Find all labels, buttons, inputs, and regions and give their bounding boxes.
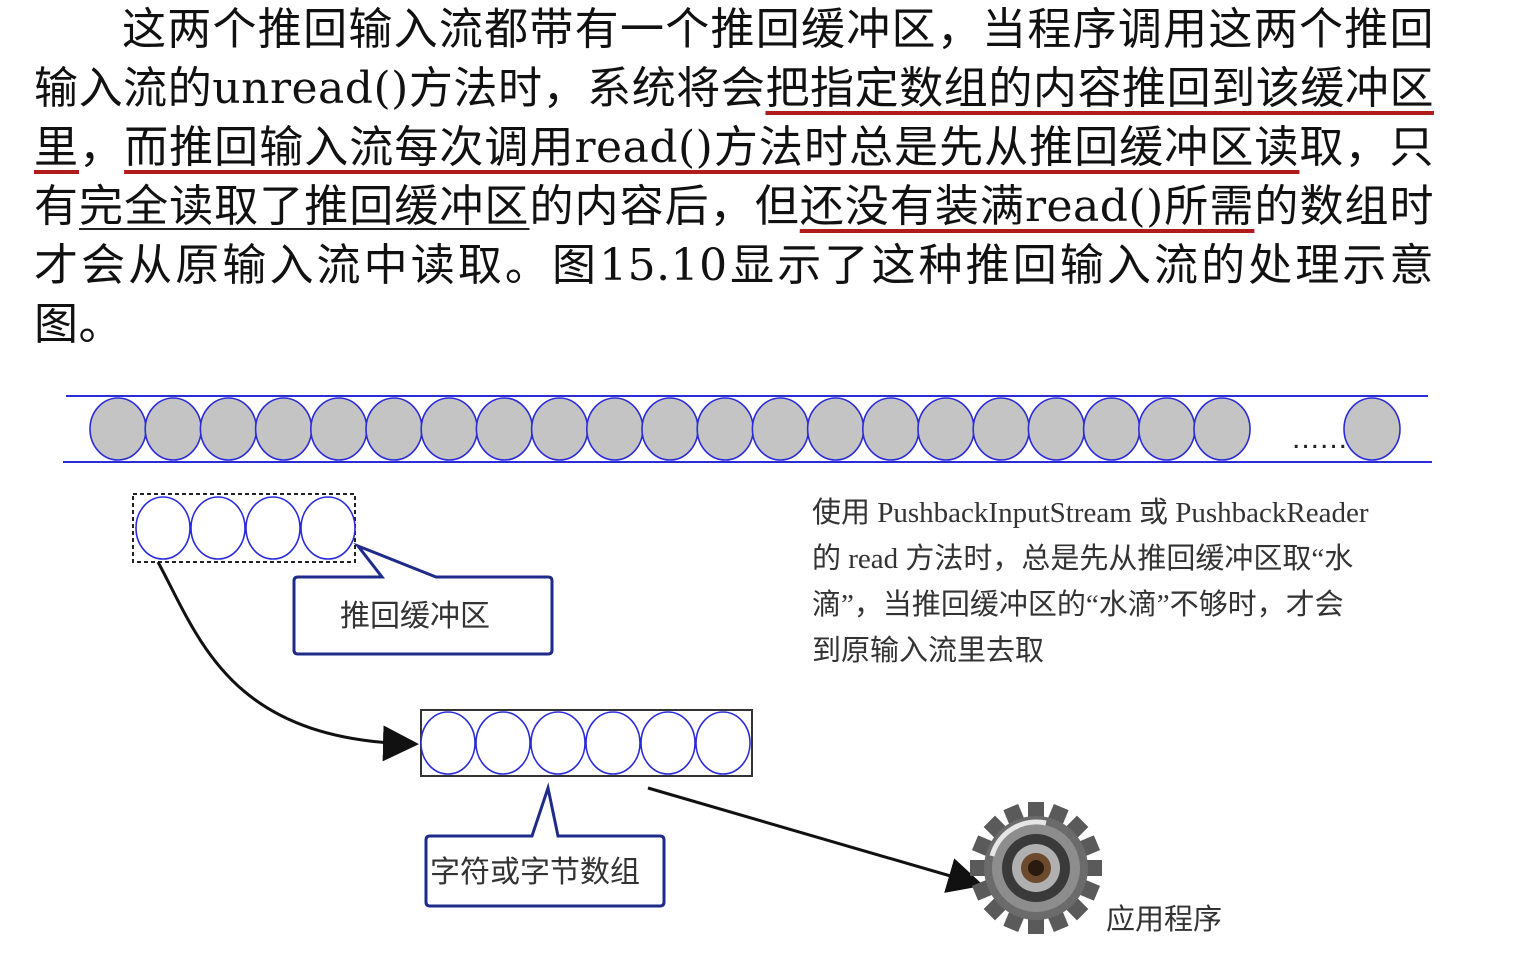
- explanation-note: 使用 PushbackInputStream 或 PushbackReader …: [812, 497, 1369, 667]
- stream-drop: [254, 397, 313, 461]
- stream-drop: [1027, 397, 1086, 461]
- underlined-text: 还没有装满read()所需: [799, 181, 1255, 232]
- stream-drop: [585, 397, 644, 461]
- stream-drop: [144, 397, 202, 461]
- text-segment: ，: [79, 122, 125, 173]
- stream-drop: [972, 397, 1031, 461]
- array-drop: [475, 711, 531, 775]
- buffer-drop: [135, 496, 191, 560]
- stream-drop: [365, 397, 423, 461]
- stream-drop: [199, 397, 258, 461]
- array-drop: [640, 711, 696, 775]
- stream-drop: [309, 397, 368, 461]
- array-to-app-arrow: [647, 786, 984, 893]
- text-segment: 的内容后，但: [529, 181, 800, 232]
- stream-drop: [696, 397, 755, 461]
- input-stream: ......: [63, 395, 1432, 463]
- stream-drop: [1082, 397, 1141, 461]
- text-segment: 这两个推回输入流都带有一个推回缓冲区，当程序调用这两个推回输入流的unread(…: [34, 4, 1434, 114]
- gear-icon: [970, 802, 1102, 934]
- stream-drop: [917, 397, 975, 461]
- stream-drop: [420, 397, 479, 461]
- array-callout: 字符或字节数组: [424, 782, 666, 908]
- stream-drop: [751, 397, 810, 461]
- text-segment: 的数组时才会从原输入流中读取。图15.10显示了这种推回输入流的处理示意图。: [34, 181, 1435, 350]
- underlined-text: 完全读取了推回缓冲区: [79, 181, 530, 232]
- text-segment: 取，只有: [34, 122, 1435, 232]
- pushback-diagram: ...... 推回缓冲区 字符或字节数组: [63, 395, 1432, 934]
- underlined-text: 而推回输入流每次调用read()方法时总是先从推回缓冲区读: [124, 122, 1300, 173]
- char-byte-array: [420, 709, 753, 777]
- stream-ellipsis: ......: [1292, 422, 1348, 455]
- pushback-buffer: [132, 493, 356, 563]
- stream-drop: [475, 397, 534, 461]
- pushback-buffer-label: 推回缓冲区: [340, 599, 490, 634]
- body-paragraph: 这两个推回输入流都带有一个推回缓冲区，当程序调用这两个推回输入流的unread(…: [34, 0, 1434, 354]
- stream-drop: [861, 397, 920, 461]
- buffer-drop: [190, 496, 246, 560]
- array-drop: [585, 711, 641, 775]
- pushback-buffer-callout: 推回缓冲区: [292, 542, 554, 656]
- array-drop: [530, 711, 586, 775]
- underlined-text: 把指定数组的内容推回到该缓冲区里: [34, 63, 1434, 173]
- buffer-drop: [245, 496, 301, 560]
- stream-drop: [89, 397, 147, 461]
- buffer-to-array-arrow: [156, 561, 419, 762]
- application-label: 应用程序: [1106, 902, 1223, 936]
- stream-drop: [530, 397, 589, 461]
- stream-drop: [1343, 397, 1401, 461]
- array-label: 字符或字节数组: [430, 855, 640, 890]
- stream-drop: [641, 397, 699, 461]
- array-drop: [420, 711, 476, 775]
- array-drop: [695, 711, 751, 775]
- buffer-drop: [300, 496, 356, 560]
- stream-drop: [1193, 397, 1251, 461]
- stream-drop: [806, 397, 865, 461]
- stream-drop: [1138, 397, 1196, 461]
